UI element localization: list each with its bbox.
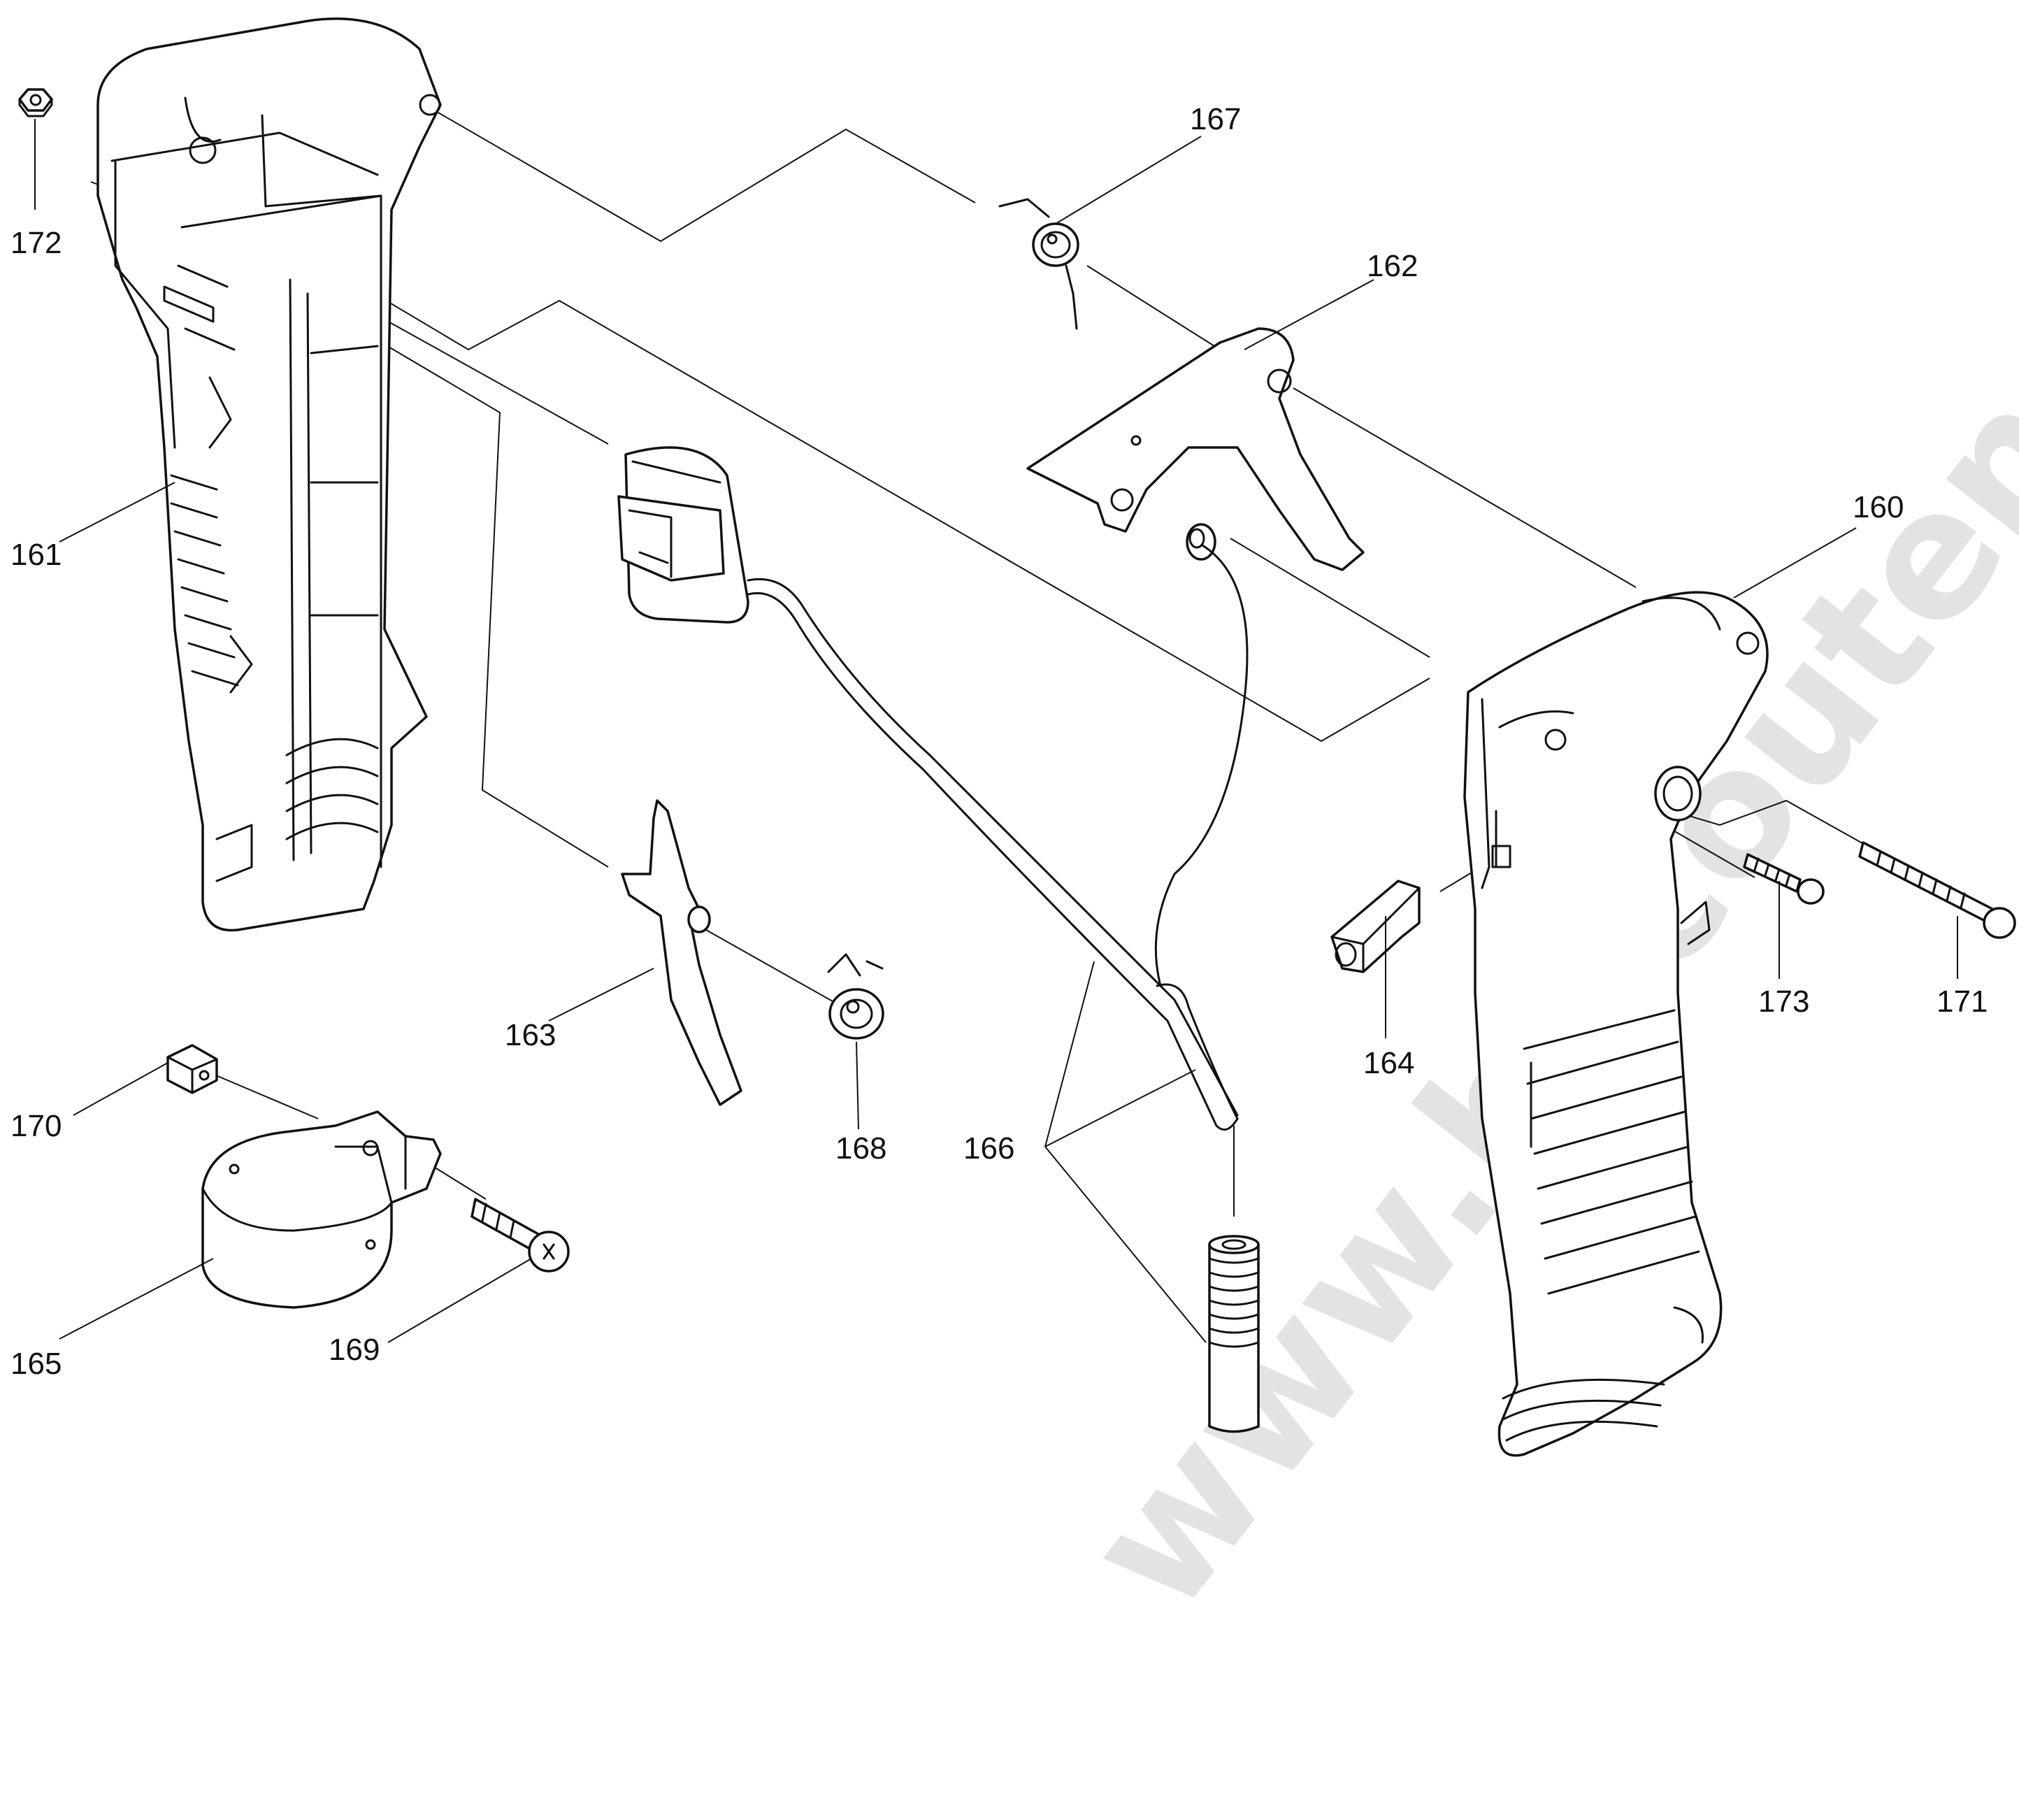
callout-169: 169 <box>329 1333 380 1367</box>
part-166-switch-cable-assembly <box>617 446 1249 1131</box>
callout-167: 167 <box>1190 102 1241 136</box>
callout-160: 160 <box>1853 490 1904 524</box>
part-172-hex-nut <box>18 88 53 117</box>
part-162-throttle-lever <box>1026 327 1365 571</box>
callout-170: 170 <box>10 1109 62 1143</box>
part-171-long-screw <box>1858 841 2016 939</box>
callout-labels: 172 161 167 162 160 163 164 168 173 171 … <box>10 102 1988 1381</box>
callout-165: 165 <box>10 1347 62 1381</box>
callout-164: 164 <box>1363 1046 1414 1080</box>
part-166-cable-sleeve <box>1208 1235 1260 1433</box>
part-173-small-screw <box>1743 853 1825 905</box>
part-164-latch-button <box>1330 880 1421 973</box>
part-170-square-nut <box>166 1044 218 1094</box>
part-169-bolt <box>470 1198 570 1273</box>
part-pin <box>1186 523 1216 561</box>
part-160-right-handle-housing <box>1463 591 1769 1457</box>
part-167-torsion-spring <box>998 198 1079 330</box>
part-161-left-handle-housing <box>96 17 442 932</box>
callout-172: 172 <box>10 226 62 260</box>
callout-173: 173 <box>1758 984 1809 1019</box>
part-165-clamp-band <box>201 1110 442 1309</box>
callout-166: 166 <box>963 1131 1014 1166</box>
callout-168: 168 <box>835 1131 886 1166</box>
callout-163: 163 <box>505 1018 556 1052</box>
callout-leaders <box>34 119 1958 1343</box>
callout-162: 162 <box>1367 249 1418 283</box>
callout-161: 161 <box>10 538 62 572</box>
part-168-torsion-spring <box>827 953 884 1040</box>
part-163-lockout-lever <box>621 799 742 1106</box>
callout-171: 171 <box>1937 984 1988 1019</box>
